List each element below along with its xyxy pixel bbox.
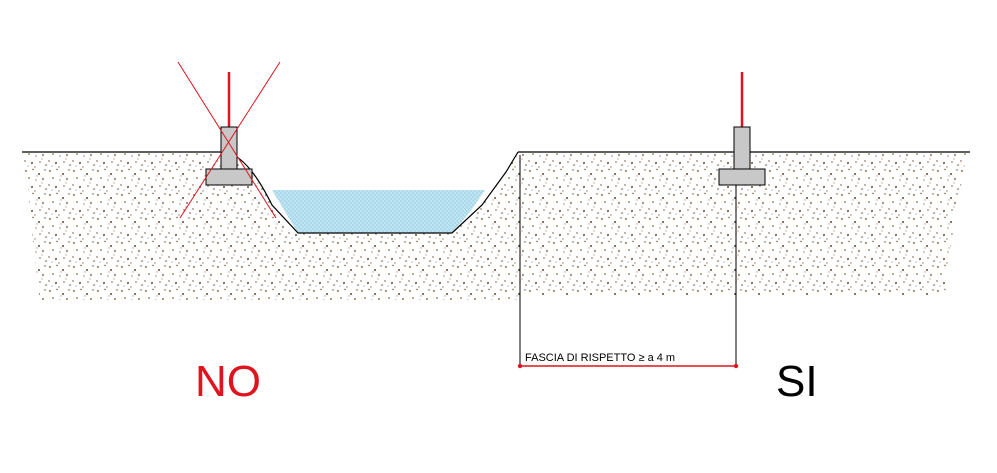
soil-mass (22, 152, 970, 300)
ditch-water (272, 190, 485, 233)
band-dimension-end-right (733, 363, 739, 369)
post-si-stem (733, 126, 751, 170)
band-label: FASCIA DI RISPETTO ≥ a 4 m (525, 352, 675, 364)
post-no-footing (205, 168, 253, 186)
post-si (718, 72, 766, 186)
band-dimension-end-left (517, 363, 523, 369)
label-no: NO (195, 357, 261, 406)
post-si-footing (718, 168, 766, 186)
label-si: SI (776, 357, 818, 406)
post-no (205, 72, 253, 186)
cross-mark-icon (177, 61, 281, 219)
